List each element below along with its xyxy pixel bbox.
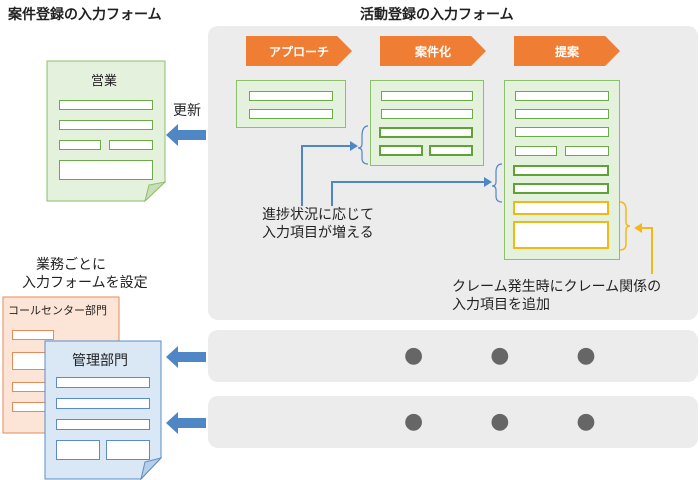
form-field — [249, 91, 333, 101]
dept-setting-label-1: 業務ごとに — [36, 257, 106, 273]
form-field — [56, 419, 150, 430]
ellipsis-row-2: ● ● ● — [404, 343, 626, 368]
panel-row-3 — [208, 396, 698, 448]
form-field — [515, 146, 557, 156]
claim-label-1: クレーム発生時にクレーム関係の — [452, 279, 662, 295]
row-2-arrow-icon — [166, 346, 206, 368]
claim-field — [513, 221, 609, 249]
sales-doc-title: 営業 — [91, 74, 118, 89]
form-field — [59, 140, 101, 150]
form-field — [565, 146, 609, 156]
ellipsis-row-3: ● ● ● — [404, 409, 626, 434]
case-form-heading: 案件登録の入力フォーム — [8, 7, 162, 23]
case-stage-form — [370, 80, 484, 166]
form-field — [59, 120, 153, 130]
form-field — [381, 109, 473, 119]
proposal-form — [504, 80, 620, 260]
stage-proposal: 提案 — [514, 36, 620, 66]
claim-field — [513, 201, 609, 215]
form-field — [381, 91, 473, 101]
form-field — [106, 440, 150, 460]
added-field — [513, 165, 609, 176]
form-field — [56, 398, 150, 409]
dept-setting-label-2: 入力フォームを設定 — [22, 275, 148, 291]
panel-row-2 — [208, 330, 698, 382]
update-arrow-icon — [166, 124, 206, 146]
progress-label-2: 入力項目が増える — [262, 225, 374, 241]
added-field — [379, 127, 473, 138]
stage-case: 案件化 — [380, 36, 486, 66]
form-field — [12, 330, 54, 340]
form-field — [59, 160, 153, 180]
form-field — [249, 109, 333, 119]
form-field — [59, 100, 153, 110]
stage-approach: アプローチ — [246, 36, 352, 66]
update-label: 更新 — [173, 103, 201, 119]
row-3-arrow-icon — [166, 412, 206, 434]
form-field — [56, 377, 150, 388]
form-field — [109, 140, 153, 150]
approach-form — [236, 80, 346, 128]
added-field — [429, 145, 473, 156]
claim-label-2: 入力項目を追加 — [452, 297, 550, 313]
form-field — [56, 440, 100, 460]
added-field — [379, 145, 423, 156]
form-field — [515, 127, 609, 137]
form-field — [515, 109, 609, 119]
call-center-doc-title: コールセンター部門 — [8, 304, 107, 317]
progress-label-1: 進捗状況に応じて — [262, 207, 374, 223]
form-field — [515, 91, 609, 101]
management-doc-title: 管理部門 — [72, 353, 128, 369]
activity-form-heading: 活動登録の入力フォーム — [360, 7, 514, 23]
added-field — [513, 183, 609, 194]
